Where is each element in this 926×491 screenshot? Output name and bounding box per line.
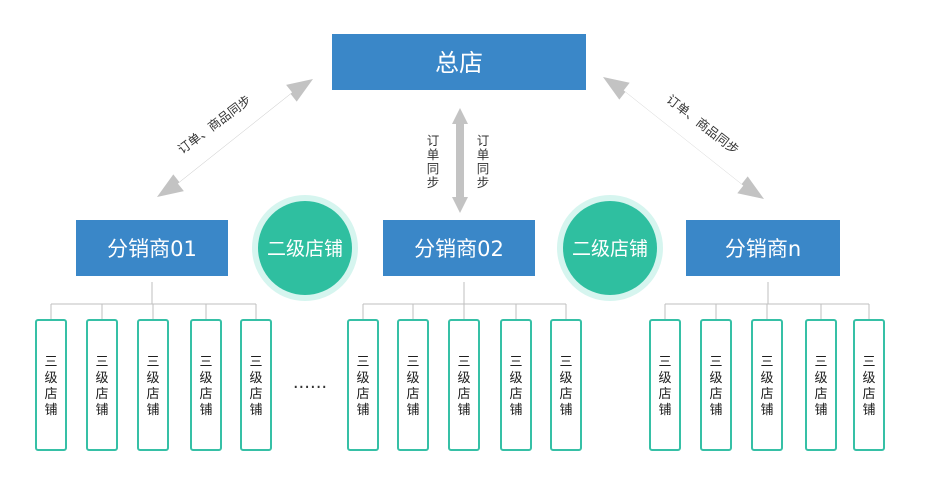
third-level-store: 三级店铺 [751, 319, 783, 451]
third-level-store: 三级店铺 [853, 319, 885, 451]
distributor-node-02: 分销商02 [383, 220, 535, 276]
sync-label-center-right: 订单同步 [477, 133, 490, 190]
third-level-store: 三级店铺 [35, 319, 67, 451]
third-level-store-label: 三级店铺 [709, 355, 722, 418]
sync-arrow-center [452, 108, 468, 213]
distributor-label: 分销商n [725, 237, 801, 261]
distributor-node-01: 分销商01 [76, 220, 228, 276]
third-level-stores: 三级店铺 三级店铺 三级店铺 三级店铺 三级店铺 三级店铺 三级店铺 三级店铺 三级店铺 三级店铺… [35, 319, 885, 451]
third-level-store-label: 三级店铺 [406, 355, 419, 418]
third-level-store: 三级店铺 [86, 319, 118, 451]
second-level-label: 二级店铺 [572, 238, 648, 260]
sync-label-left: 订单、商品同步 [175, 92, 254, 157]
sync-label-right: 订单、商品同步 [664, 92, 742, 158]
second-level-circle-1: 二级店铺 [252, 195, 358, 301]
second-level-label: 二级店铺 [267, 238, 343, 260]
third-level-store: 三级店铺 [190, 319, 222, 451]
third-level-store: 三级店铺 [805, 319, 837, 451]
ellipsis: ...... [293, 372, 327, 393]
third-level-store: 三级店铺 [500, 319, 532, 451]
third-level-store: 三级店铺 [347, 319, 379, 451]
third-level-store-label: 三级店铺 [249, 355, 262, 418]
third-level-store-label: 三级店铺 [760, 355, 773, 418]
third-level-store-label: 三级店铺 [862, 355, 875, 418]
third-level-store-label: 三级店铺 [559, 355, 572, 418]
third-level-store-label: 三级店铺 [356, 355, 369, 418]
third-level-store: 三级店铺 [397, 319, 429, 451]
third-level-store-label: 三级店铺 [509, 355, 522, 418]
third-level-store-label: 三级店铺 [146, 355, 159, 418]
hq-node: 总店 [332, 34, 586, 90]
second-level-circle-2: 二级店铺 [557, 195, 663, 301]
third-level-store-label: 三级店铺 [44, 355, 57, 418]
hq-label: 总店 [435, 49, 483, 77]
third-level-store-label: 三级店铺 [814, 355, 827, 418]
distributor-node-n: 分销商n [686, 220, 840, 276]
third-level-store-label: 三级店铺 [658, 355, 671, 418]
sync-label-center-left: 订单同步 [427, 133, 440, 190]
sync-arrow-right [603, 77, 764, 199]
third-level-store-label: 三级店铺 [199, 355, 212, 418]
third-level-store-label: 三级店铺 [457, 355, 470, 418]
third-level-store: 三级店铺 [240, 319, 272, 451]
third-level-store: 三级店铺 [550, 319, 582, 451]
third-level-store-label: 三级店铺 [95, 355, 108, 418]
third-level-store: 三级店铺 [137, 319, 169, 451]
third-level-store: 三级店铺 [649, 319, 681, 451]
distributor-label: 分销商02 [414, 237, 504, 261]
third-level-store: 三级店铺 [700, 319, 732, 451]
third-level-store: 三级店铺 [448, 319, 480, 451]
distributor-label: 分销商01 [107, 237, 197, 261]
sync-arrow-left [157, 79, 313, 197]
connector-lines [50, 282, 870, 320]
